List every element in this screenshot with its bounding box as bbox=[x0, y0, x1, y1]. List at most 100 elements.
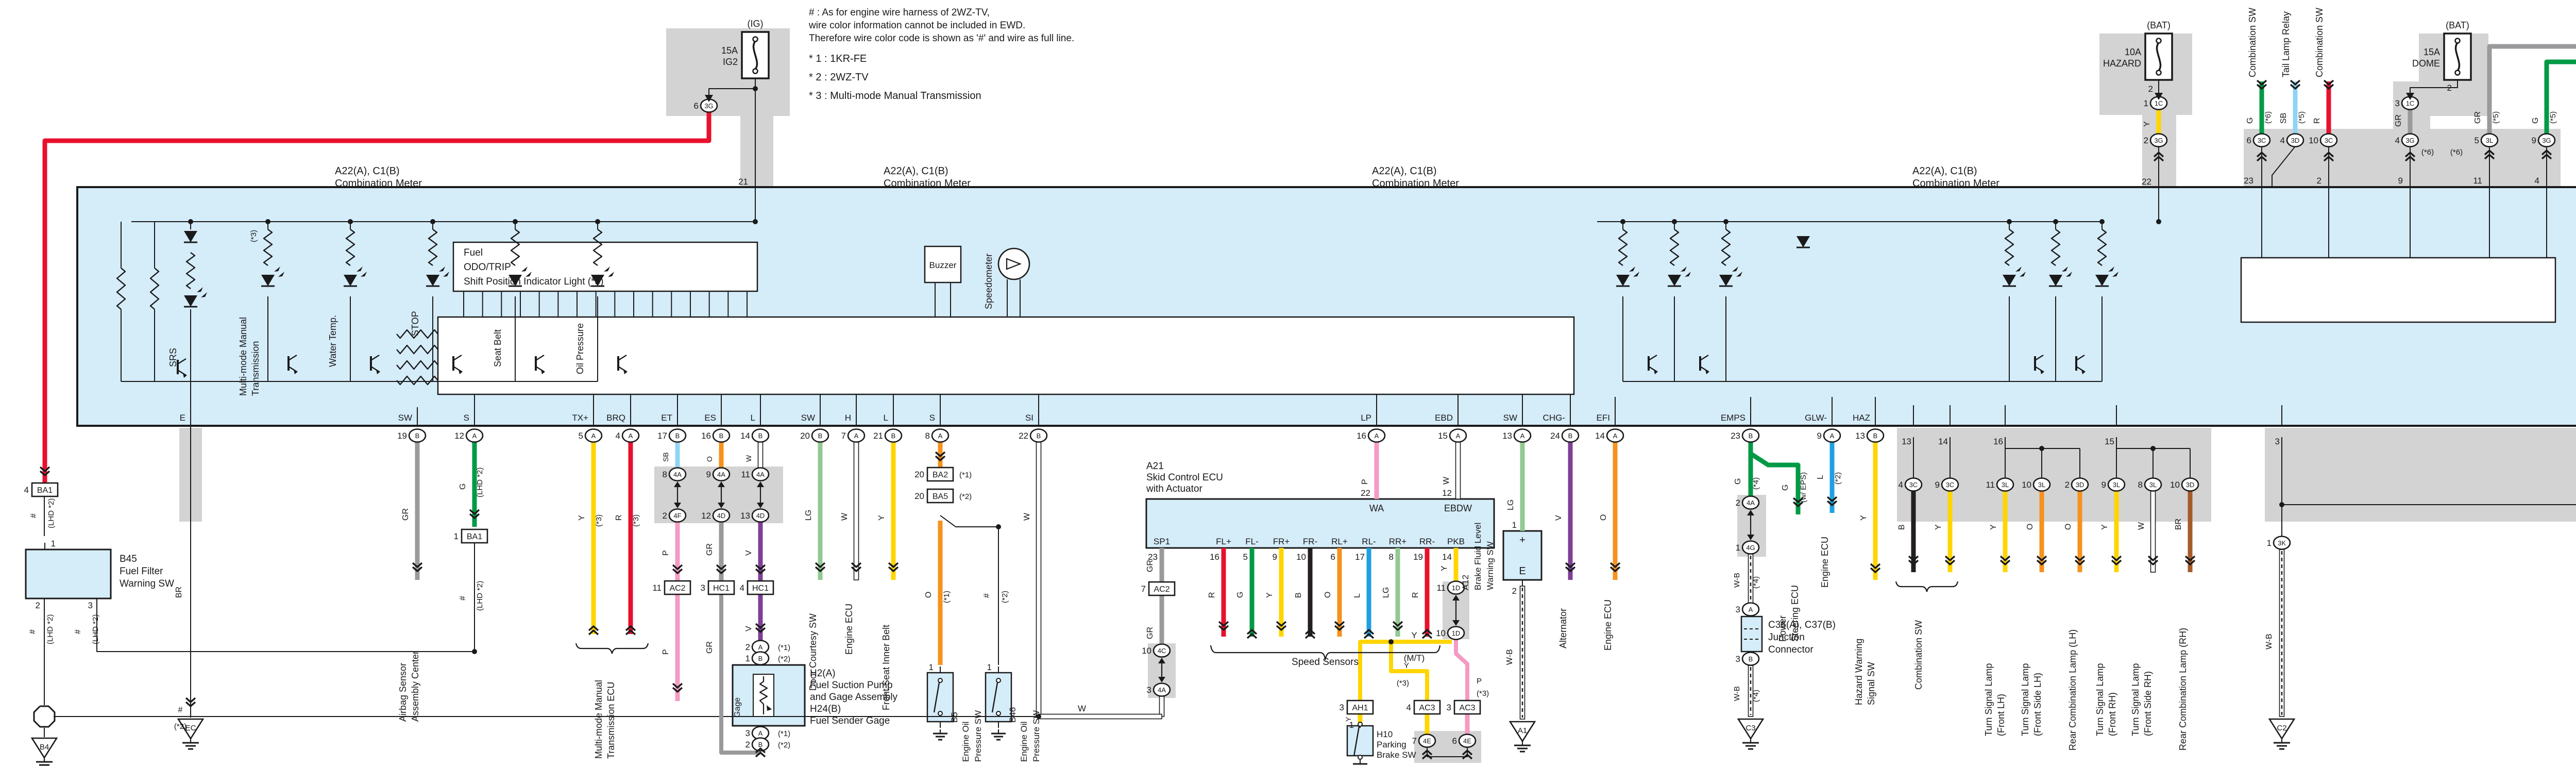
connector-A bbox=[1741, 602, 1760, 617]
transistor-arrow bbox=[294, 370, 298, 374]
diagram-text: FL+ bbox=[1216, 537, 1231, 546]
resistor bbox=[1721, 229, 1731, 266]
diagram-text: RR- bbox=[1419, 537, 1435, 546]
connector-code: 4C bbox=[1158, 647, 1166, 655]
wire-O bbox=[1337, 548, 1342, 637]
vertical-label: # bbox=[28, 629, 37, 634]
wire-path-P bbox=[1454, 639, 1469, 701]
connector-code: A bbox=[591, 432, 596, 440]
chevron-arrow bbox=[935, 455, 946, 461]
gage-arrow bbox=[767, 705, 772, 711]
chevron-arrow bbox=[185, 701, 196, 707]
meter-pin-name: CHG- bbox=[1543, 413, 1565, 423]
chevron-arrow bbox=[2290, 84, 2301, 90]
chevron-arrow bbox=[2290, 79, 2301, 86]
vertical-label: B5 bbox=[950, 712, 959, 723]
wire-G bbox=[2259, 81, 2264, 134]
transistor-arrow bbox=[2081, 370, 2086, 374]
pair-arrow-up bbox=[1452, 595, 1460, 601]
vertical-label: SB bbox=[662, 452, 670, 462]
chevron-arrow bbox=[851, 566, 862, 572]
vertical-label: Y bbox=[1859, 515, 1868, 521]
resistor bbox=[2097, 229, 2107, 266]
connector-3G bbox=[2149, 133, 2168, 147]
vertical-label: W-B bbox=[1733, 573, 1741, 588]
vertical-label: Warning SW bbox=[1485, 541, 1495, 590]
harness-shade bbox=[2265, 428, 2576, 522]
connector-code: 3L bbox=[2149, 481, 2157, 489]
resistor bbox=[345, 229, 355, 266]
led-ray bbox=[443, 272, 449, 277]
led-ray bbox=[608, 272, 614, 277]
vertical-label: V bbox=[744, 550, 753, 556]
connector-pin: 2 bbox=[2065, 480, 2070, 490]
transistor-arrow bbox=[541, 370, 545, 374]
diagram-text: ODO/TRIP bbox=[464, 262, 511, 273]
vertical-label: (*2) bbox=[1834, 472, 1842, 485]
diode bbox=[1797, 236, 1810, 247]
led-ray bbox=[357, 267, 363, 272]
junction-dot bbox=[2053, 219, 2058, 224]
connector-code: 4A bbox=[756, 471, 765, 478]
vertical-label: Y bbox=[1934, 524, 1943, 530]
wire-R bbox=[628, 442, 633, 634]
wire-Y bbox=[591, 442, 596, 634]
note-stars-left: * 2 : 2WZ-TV bbox=[809, 72, 869, 83]
vertical-label: Multi-mode Manual bbox=[238, 317, 248, 396]
wire-L bbox=[1829, 442, 1835, 513]
resistor bbox=[116, 268, 126, 310]
pair-arrow-down bbox=[757, 503, 764, 508]
connector-code: A bbox=[1375, 432, 1379, 440]
meter-pin-name: HAZ bbox=[1853, 413, 1870, 423]
vertical-label: (*3) bbox=[249, 230, 258, 242]
note-hash: wire color information cannot be include… bbox=[808, 20, 1025, 31]
connector-sq-AC3 bbox=[1413, 700, 1441, 715]
diagram-text: 19 bbox=[1413, 552, 1423, 562]
vertical-label: Y bbox=[1989, 524, 1998, 530]
connector-3D bbox=[2286, 133, 2304, 147]
pair-arrow-down bbox=[1452, 620, 1460, 626]
chevron-arrow bbox=[1462, 750, 1473, 756]
switch-blade bbox=[933, 682, 940, 713]
junction-dot bbox=[430, 219, 435, 224]
junction-dot bbox=[2150, 446, 2156, 451]
connector-pin: 1 bbox=[745, 654, 750, 663]
meter-title: Combination Meter bbox=[1912, 178, 1999, 189]
wire-Y bbox=[2156, 110, 2161, 134]
wire-GR bbox=[1159, 548, 1164, 582]
meter-pin-name: SW bbox=[398, 413, 412, 423]
chevron-arrow bbox=[2111, 555, 2122, 561]
fuse-amp: 15A bbox=[2424, 47, 2440, 57]
connector-3C bbox=[1904, 477, 1923, 492]
vertical-label: Turn Signal Lamp bbox=[2020, 663, 2030, 736]
connector-code: A bbox=[1749, 606, 1753, 613]
connector-3D bbox=[2071, 477, 2089, 492]
vertical-label: (*5) bbox=[2492, 111, 2500, 124]
connector-pin: 16 bbox=[701, 431, 711, 441]
fuse-pin bbox=[2454, 38, 2461, 44]
pair-arrow-down bbox=[1158, 677, 1165, 682]
meter-pin-name: GLW- bbox=[1805, 413, 1827, 423]
connector-code: 3G bbox=[2405, 137, 2414, 144]
connector-pin: 10 bbox=[1436, 628, 1446, 638]
chevron-arrow bbox=[755, 747, 766, 754]
connector-B bbox=[751, 428, 770, 443]
vertical-label: (LHD *2) bbox=[476, 468, 484, 497]
wire-GR bbox=[1159, 595, 1164, 643]
vertical-label: LG bbox=[1506, 499, 1515, 510]
connector-code: A bbox=[1520, 432, 1525, 440]
meter-pin-name: EBD bbox=[1435, 413, 1453, 423]
chevron-arrow bbox=[1870, 567, 1881, 573]
wire-P bbox=[675, 522, 680, 581]
chevron-arrow bbox=[625, 625, 636, 631]
diagram-text: 15 bbox=[2105, 437, 2114, 446]
meter-title: A22(A), C1(B) bbox=[335, 165, 400, 177]
wire-GR bbox=[2408, 109, 2413, 134]
vertical-label: (*1) bbox=[942, 591, 951, 603]
fuse-amp: 15A bbox=[721, 45, 738, 56]
diagram-text: 16 bbox=[1993, 437, 2003, 446]
chevron-arrow bbox=[1363, 629, 1375, 635]
wire-SB bbox=[675, 442, 680, 469]
diagram-text: FR- bbox=[1303, 537, 1317, 546]
vertical-label: G bbox=[459, 484, 467, 490]
